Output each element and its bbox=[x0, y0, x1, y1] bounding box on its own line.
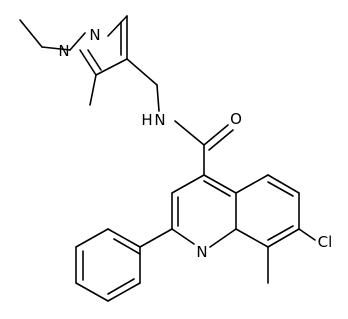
bond bbox=[19, 19, 43, 48]
bond bbox=[41, 46, 71, 51]
bond bbox=[69, 32, 86, 51]
bond bbox=[95, 58, 128, 76]
bond bbox=[156, 84, 160, 112]
atom-label-n-quinoline: N bbox=[196, 243, 207, 261]
bond bbox=[267, 181, 294, 197]
atom-label-h-amide: H bbox=[141, 111, 152, 129]
ethyl-group bbox=[19, 19, 71, 51]
bond bbox=[107, 15, 128, 37]
pyrazole-ring bbox=[69, 15, 128, 76]
bond bbox=[107, 282, 141, 302]
atom-label-n-amide: N bbox=[154, 111, 165, 129]
bond bbox=[79, 49, 97, 76]
atom-label-o-carbonyl: O bbox=[230, 110, 242, 128]
atom-label-n-pyrazole: N bbox=[89, 26, 100, 44]
atom-label-n1-pyrazole: N bbox=[58, 42, 69, 60]
bond bbox=[171, 174, 205, 194]
bond bbox=[267, 174, 300, 194]
bond bbox=[107, 278, 135, 295]
bond bbox=[113, 238, 141, 255]
bond bbox=[75, 282, 109, 302]
bond bbox=[203, 174, 237, 194]
bond bbox=[203, 180, 231, 197]
bond bbox=[208, 129, 234, 151]
phenyl-ring bbox=[75, 228, 173, 302]
bond bbox=[87, 49, 102, 71]
bond bbox=[75, 228, 109, 248]
bond bbox=[209, 228, 237, 248]
bond bbox=[203, 124, 229, 146]
bond bbox=[139, 228, 173, 248]
bond bbox=[171, 228, 195, 245]
bond bbox=[89, 74, 97, 106]
bond bbox=[298, 228, 316, 241]
bond bbox=[235, 174, 269, 194]
quinoline-pyridine-ring bbox=[171, 174, 237, 248]
bond bbox=[126, 58, 158, 86]
atom-label-cl: Cl bbox=[318, 233, 333, 251]
bond bbox=[267, 228, 300, 248]
bond bbox=[235, 228, 269, 248]
bond bbox=[107, 228, 141, 248]
bond bbox=[267, 225, 294, 241]
quinoline-benzo-ring bbox=[235, 174, 300, 248]
bond bbox=[174, 120, 205, 146]
